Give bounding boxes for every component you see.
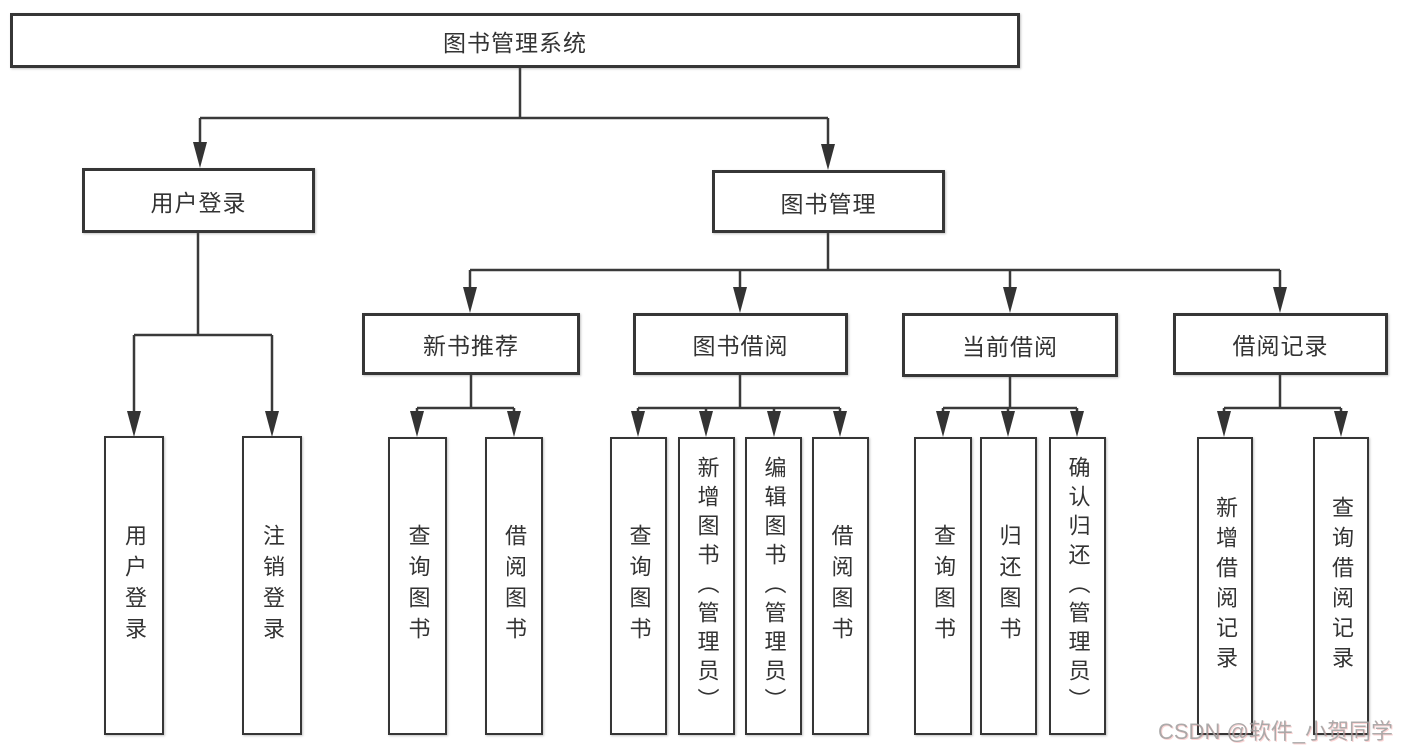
csdn-watermark: CSDN @软件_小贺同学 xyxy=(1158,719,1394,744)
root-node-label: 图书管理系统 xyxy=(443,29,587,56)
node-current-borrowing: 当前借阅 xyxy=(902,313,1118,377)
leaf-user-login-label: 用户登录 xyxy=(122,523,147,648)
root-node-library-management-system: 图书管理系统 xyxy=(10,13,1020,68)
leaf-query-borrow-record-label: 查询借阅记录 xyxy=(1329,496,1354,676)
leaf-current-query-book: 查询图书 xyxy=(914,437,972,735)
leaf-confirm-return-admin: 确认归还（管理员） xyxy=(1049,437,1106,735)
node-book-management-label: 图书管理 xyxy=(780,190,877,217)
leaf-user-login: 用户登录 xyxy=(104,436,164,735)
leaf-add-borrow-record: 新增借阅记录 xyxy=(1197,437,1253,735)
leaf-newbook-borrow-book-label: 借阅图书 xyxy=(502,524,527,648)
node-book-management: 图书管理 xyxy=(712,170,945,233)
node-borrowing-records-label: 借阅记录 xyxy=(1232,333,1329,359)
leaf-add-borrow-record-label: 新增借阅记录 xyxy=(1213,496,1238,676)
node-current-borrowing-label: 当前借阅 xyxy=(962,334,1058,360)
leaf-return-book: 归还图书 xyxy=(980,437,1037,735)
leaf-borrowing-query-book: 查询图书 xyxy=(610,437,667,735)
node-user-login-label: 用户登录 xyxy=(150,189,247,216)
leaf-borrowing-query-book-label: 查询图书 xyxy=(626,524,652,648)
leaf-newbook-query-book-label: 查询图书 xyxy=(405,524,431,648)
leaf-logout-label: 注销登录 xyxy=(260,523,285,648)
leaf-newbook-borrow-book: 借阅图书 xyxy=(485,437,543,735)
leaf-add-book-admin-label: 新增图书（管理员） xyxy=(694,455,720,717)
leaf-newbook-query-book: 查询图书 xyxy=(388,437,447,735)
leaf-query-borrow-record: 查询借阅记录 xyxy=(1313,437,1369,735)
leaf-borrowing-borrow-book: 借阅图书 xyxy=(812,437,869,735)
leaf-return-book-label: 归还图书 xyxy=(996,524,1022,648)
node-new-book-label: 新书推荐 xyxy=(423,333,519,359)
node-book-borrowing-label: 图书借阅 xyxy=(692,333,789,359)
node-book-borrowing: 图书借阅 xyxy=(633,313,848,375)
leaf-edit-book-admin: 编辑图书（管理员） xyxy=(745,437,802,735)
node-user-login: 用户登录 xyxy=(82,168,315,233)
leaf-borrowing-borrow-book-label: 借阅图书 xyxy=(828,524,854,648)
node-borrowing-records: 借阅记录 xyxy=(1173,313,1388,375)
leaf-edit-book-admin-label: 编辑图书（管理员） xyxy=(761,455,787,717)
leaf-add-book-admin: 新增图书（管理员） xyxy=(678,437,735,735)
leaf-confirm-return-admin-label: 确认归还（管理员） xyxy=(1065,455,1091,717)
node-new-book-recommendation: 新书推荐 xyxy=(362,313,580,375)
leaf-logout: 注销登录 xyxy=(242,436,302,735)
leaf-current-query-book-label: 查询图书 xyxy=(931,524,956,648)
